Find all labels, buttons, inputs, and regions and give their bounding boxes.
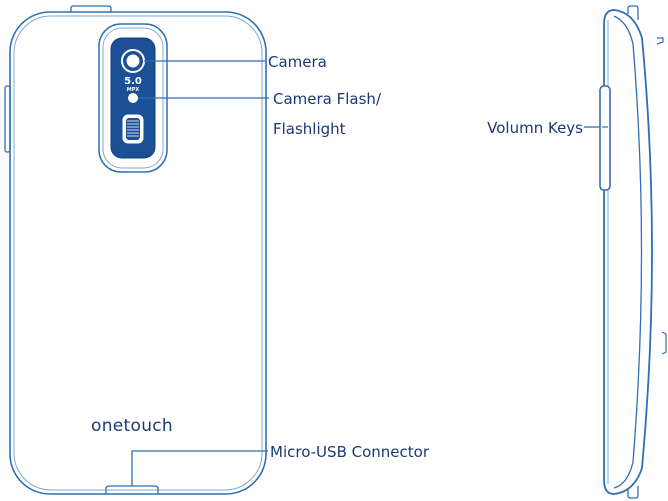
speaker-grille-lines (127, 120, 139, 137)
leader-lines-back (131, 60, 269, 486)
camera-label: Camera (268, 53, 327, 71)
phone-back-inner-edge (13, 15, 263, 491)
speaker-grille (126, 118, 140, 140)
phone-back-view: 5.0 MPX onetouch (4, 5, 269, 495)
flash-label-line2: Flashlight (273, 120, 346, 138)
phone-side-view (584, 5, 667, 499)
camera-lens-icon (126, 54, 140, 68)
side-right-bump-lower (661, 331, 667, 355)
usb-leader-line (131, 450, 268, 486)
camera-flash-icon (128, 93, 138, 103)
left-side-key (4, 85, 11, 153)
flash-label-line1: Camera Flash/ (273, 90, 382, 108)
brand-logo-text: onetouch (91, 416, 173, 436)
side-right-bump (656, 37, 664, 45)
side-top-bump (627, 5, 639, 20)
megapixel-value: 5.0 (124, 76, 142, 87)
top-edge-bump (70, 5, 112, 12)
side-bottom-bump (627, 486, 639, 499)
phone-side-inner-curve (613, 15, 643, 489)
volume-label: Volumn Keys (487, 119, 583, 137)
megapixel-unit: MPX (127, 87, 140, 93)
phone-back-body (9, 11, 267, 495)
usb-label: Micro-USB Connector (270, 443, 430, 461)
phone-side-body (603, 9, 653, 495)
volume-keys (599, 85, 611, 191)
